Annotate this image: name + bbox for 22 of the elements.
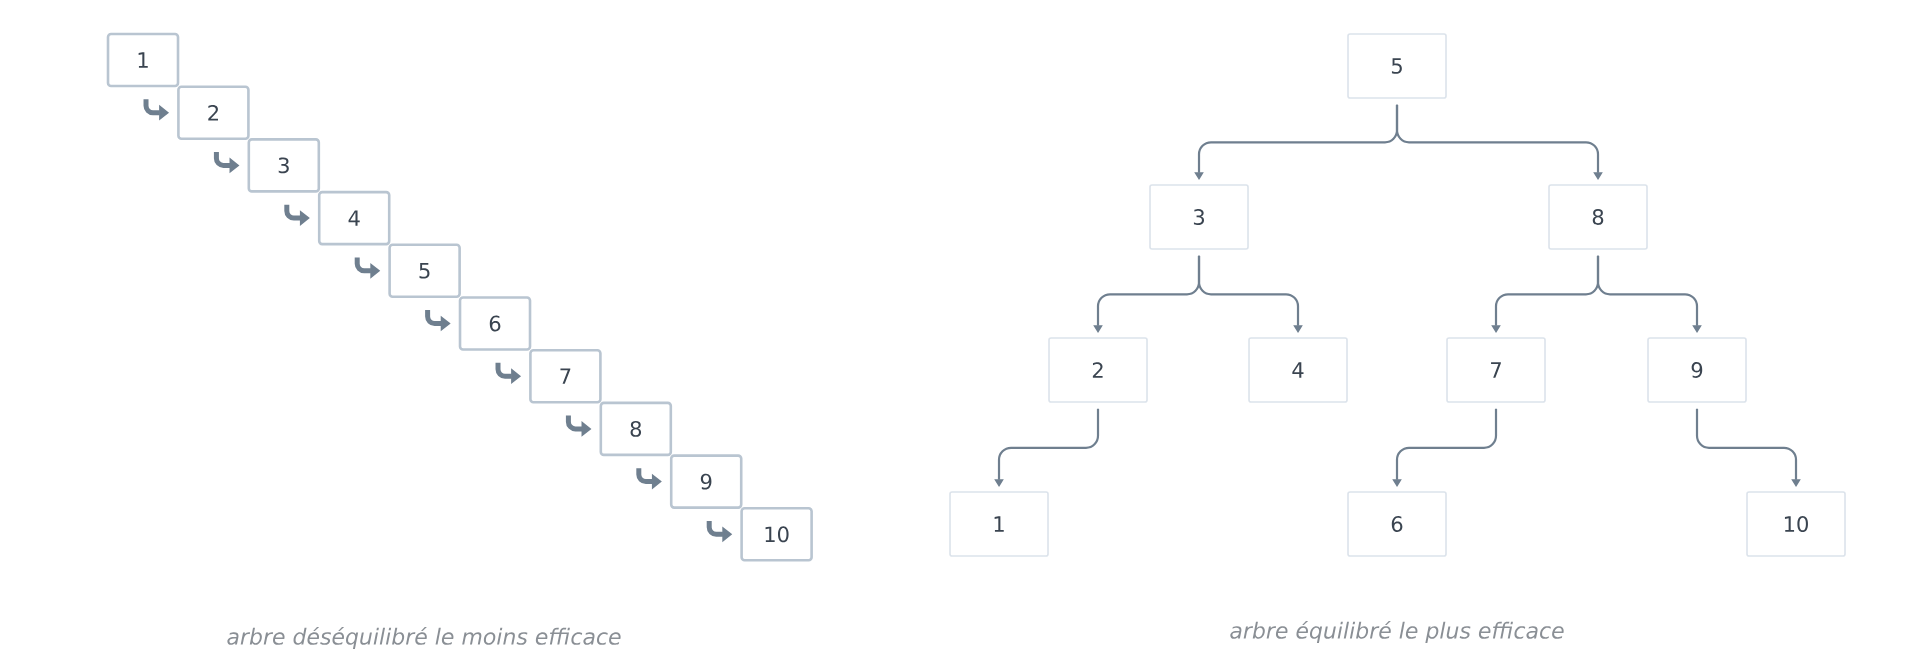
number-box: 8 bbox=[1548, 184, 1648, 250]
number-box: 5 bbox=[388, 243, 461, 299]
number-box: 1 bbox=[949, 491, 1049, 557]
caption: arbre déséquilibré le moins efficace bbox=[227, 626, 621, 650]
number-box: 9 bbox=[1647, 337, 1747, 403]
number-box: 1 bbox=[106, 32, 180, 88]
number-box: 9 bbox=[669, 454, 743, 509]
number-box: 4 bbox=[317, 190, 391, 246]
number-box: 4 bbox=[1248, 337, 1348, 403]
number-box: 10 bbox=[740, 507, 813, 562]
number-box: 3 bbox=[247, 138, 321, 193]
number-box: 2 bbox=[1048, 337, 1148, 403]
number-box: 10 bbox=[1746, 491, 1846, 557]
number-box: 8 bbox=[599, 401, 673, 457]
number-box: 7 bbox=[529, 348, 602, 404]
caption: arbre équilibré le plus efficace bbox=[1230, 620, 1564, 644]
number-box: 7 bbox=[1446, 337, 1546, 403]
number-box: 5 bbox=[1347, 33, 1447, 99]
number-box: 6 bbox=[1347, 491, 1447, 557]
number-box: 6 bbox=[458, 296, 532, 351]
number-box: 3 bbox=[1149, 184, 1249, 250]
number-box: 2 bbox=[177, 85, 250, 140]
